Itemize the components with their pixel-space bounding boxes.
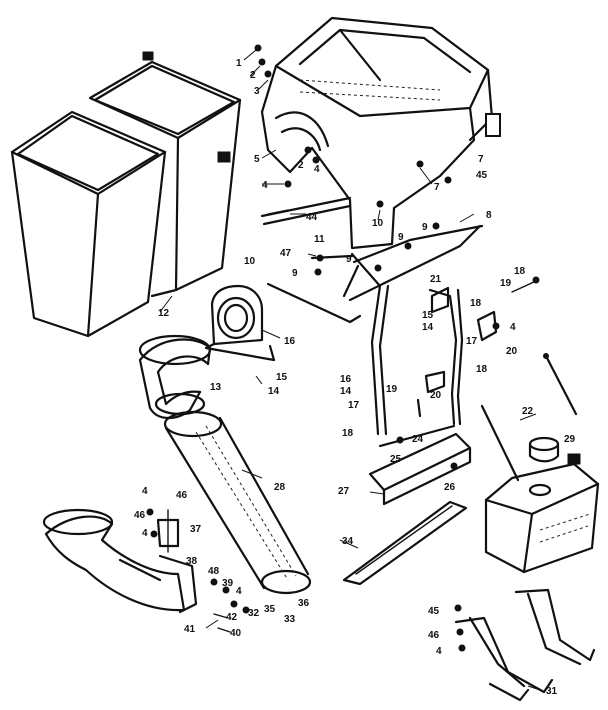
- discharge-elbow: [138, 334, 212, 420]
- grass-bag-rear: [88, 60, 242, 298]
- callout: 24: [412, 434, 424, 445]
- support-rod: [260, 196, 352, 226]
- callout: 16: [340, 374, 352, 385]
- callout: 26: [444, 482, 456, 493]
- callout: 14: [268, 386, 280, 397]
- callout: 29: [564, 434, 576, 445]
- callout: 11: [314, 234, 325, 245]
- callout: 16: [284, 336, 296, 347]
- callout: 4: [262, 180, 268, 191]
- grass-bag-front: [10, 110, 167, 338]
- callout: 10: [244, 256, 256, 267]
- callout: 7: [434, 182, 440, 193]
- support-bracket: [454, 588, 596, 702]
- callout: 7: [478, 154, 484, 165]
- callout: 41: [184, 624, 196, 635]
- hinge-bracket: [416, 276, 540, 418]
- callout: 18: [476, 364, 488, 375]
- bolt-icon: [254, 44, 452, 276]
- callout-labels: 1 2 3 5 2 4 4 44 10 7 7 45 8 9 9 9 11 47…: [134, 58, 576, 697]
- callout: 46: [134, 510, 146, 521]
- callout: 35: [264, 604, 276, 615]
- callout: 12: [158, 308, 170, 319]
- cap-icon: [528, 436, 581, 465]
- callout: 48: [208, 566, 220, 577]
- frame-tube-upper: [342, 224, 484, 302]
- callout: 15: [276, 372, 288, 383]
- discharge-tube: [163, 410, 312, 595]
- latch-plate: [146, 508, 180, 553]
- callout: 20: [430, 390, 442, 401]
- callout: 4: [510, 322, 516, 333]
- weight-box: [484, 462, 600, 574]
- callout: 39: [222, 578, 234, 589]
- frame-tube-middle: [266, 252, 390, 436]
- callout: 31: [546, 686, 558, 697]
- callout: 37: [190, 524, 202, 535]
- callout: 47: [280, 248, 292, 259]
- callout: 22: [522, 406, 534, 417]
- callout: 8: [486, 210, 492, 221]
- leader-lines: [159, 49, 541, 691]
- callout: 25: [390, 454, 402, 465]
- callout: 18: [470, 298, 482, 309]
- callout: 4: [142, 486, 148, 497]
- callout: 32: [248, 608, 260, 619]
- callout: 46: [428, 630, 440, 641]
- callout: 34: [342, 536, 354, 547]
- collector-hood: [260, 16, 501, 250]
- callout: 4: [236, 586, 242, 597]
- callout: 33: [284, 614, 296, 625]
- callout: 17: [348, 400, 360, 411]
- callout: 4: [436, 646, 442, 657]
- callout: 27: [338, 486, 350, 497]
- baffle-blade: [342, 500, 468, 586]
- callout: 40: [230, 628, 242, 639]
- callout: 10: [372, 218, 384, 229]
- callout: 13: [210, 382, 222, 393]
- callout: 45: [428, 606, 440, 617]
- callout: 15: [422, 310, 434, 321]
- callout: 18: [514, 266, 526, 277]
- callout: 14: [340, 386, 352, 397]
- callout: 38: [186, 556, 198, 567]
- fastener-icon: [210, 578, 250, 633]
- callout: 19: [386, 384, 398, 395]
- callout: 9: [346, 254, 352, 265]
- duct-bracket: [204, 284, 276, 362]
- callout: 17: [466, 336, 478, 347]
- callout: 28: [274, 482, 286, 493]
- bag-clip-icon: [142, 51, 231, 163]
- callout: 9: [292, 268, 298, 279]
- callout: 9: [398, 232, 404, 243]
- callout: 46: [176, 490, 188, 501]
- callout: 14: [422, 322, 434, 333]
- callout: 4: [142, 528, 148, 539]
- callout: 45: [476, 170, 488, 181]
- link-rod: [480, 353, 578, 482]
- callout: 5: [254, 154, 260, 165]
- callout: 1: [236, 58, 242, 69]
- callout: 42: [226, 612, 238, 623]
- callout: 21: [430, 274, 442, 285]
- callout: 4: [314, 164, 320, 175]
- callout: 9: [422, 222, 428, 233]
- callout: 20: [506, 346, 518, 357]
- lower-elbow: [42, 508, 198, 614]
- callout: 3: [254, 86, 260, 97]
- callout: 18: [342, 428, 354, 439]
- callout: 2: [298, 160, 304, 171]
- callout: 44: [306, 212, 318, 223]
- callout: 19: [500, 278, 512, 289]
- mounting-plate: [368, 424, 472, 506]
- callout: 2: [250, 70, 256, 81]
- callout: 36: [298, 598, 310, 609]
- frame-tube-right: [428, 288, 464, 426]
